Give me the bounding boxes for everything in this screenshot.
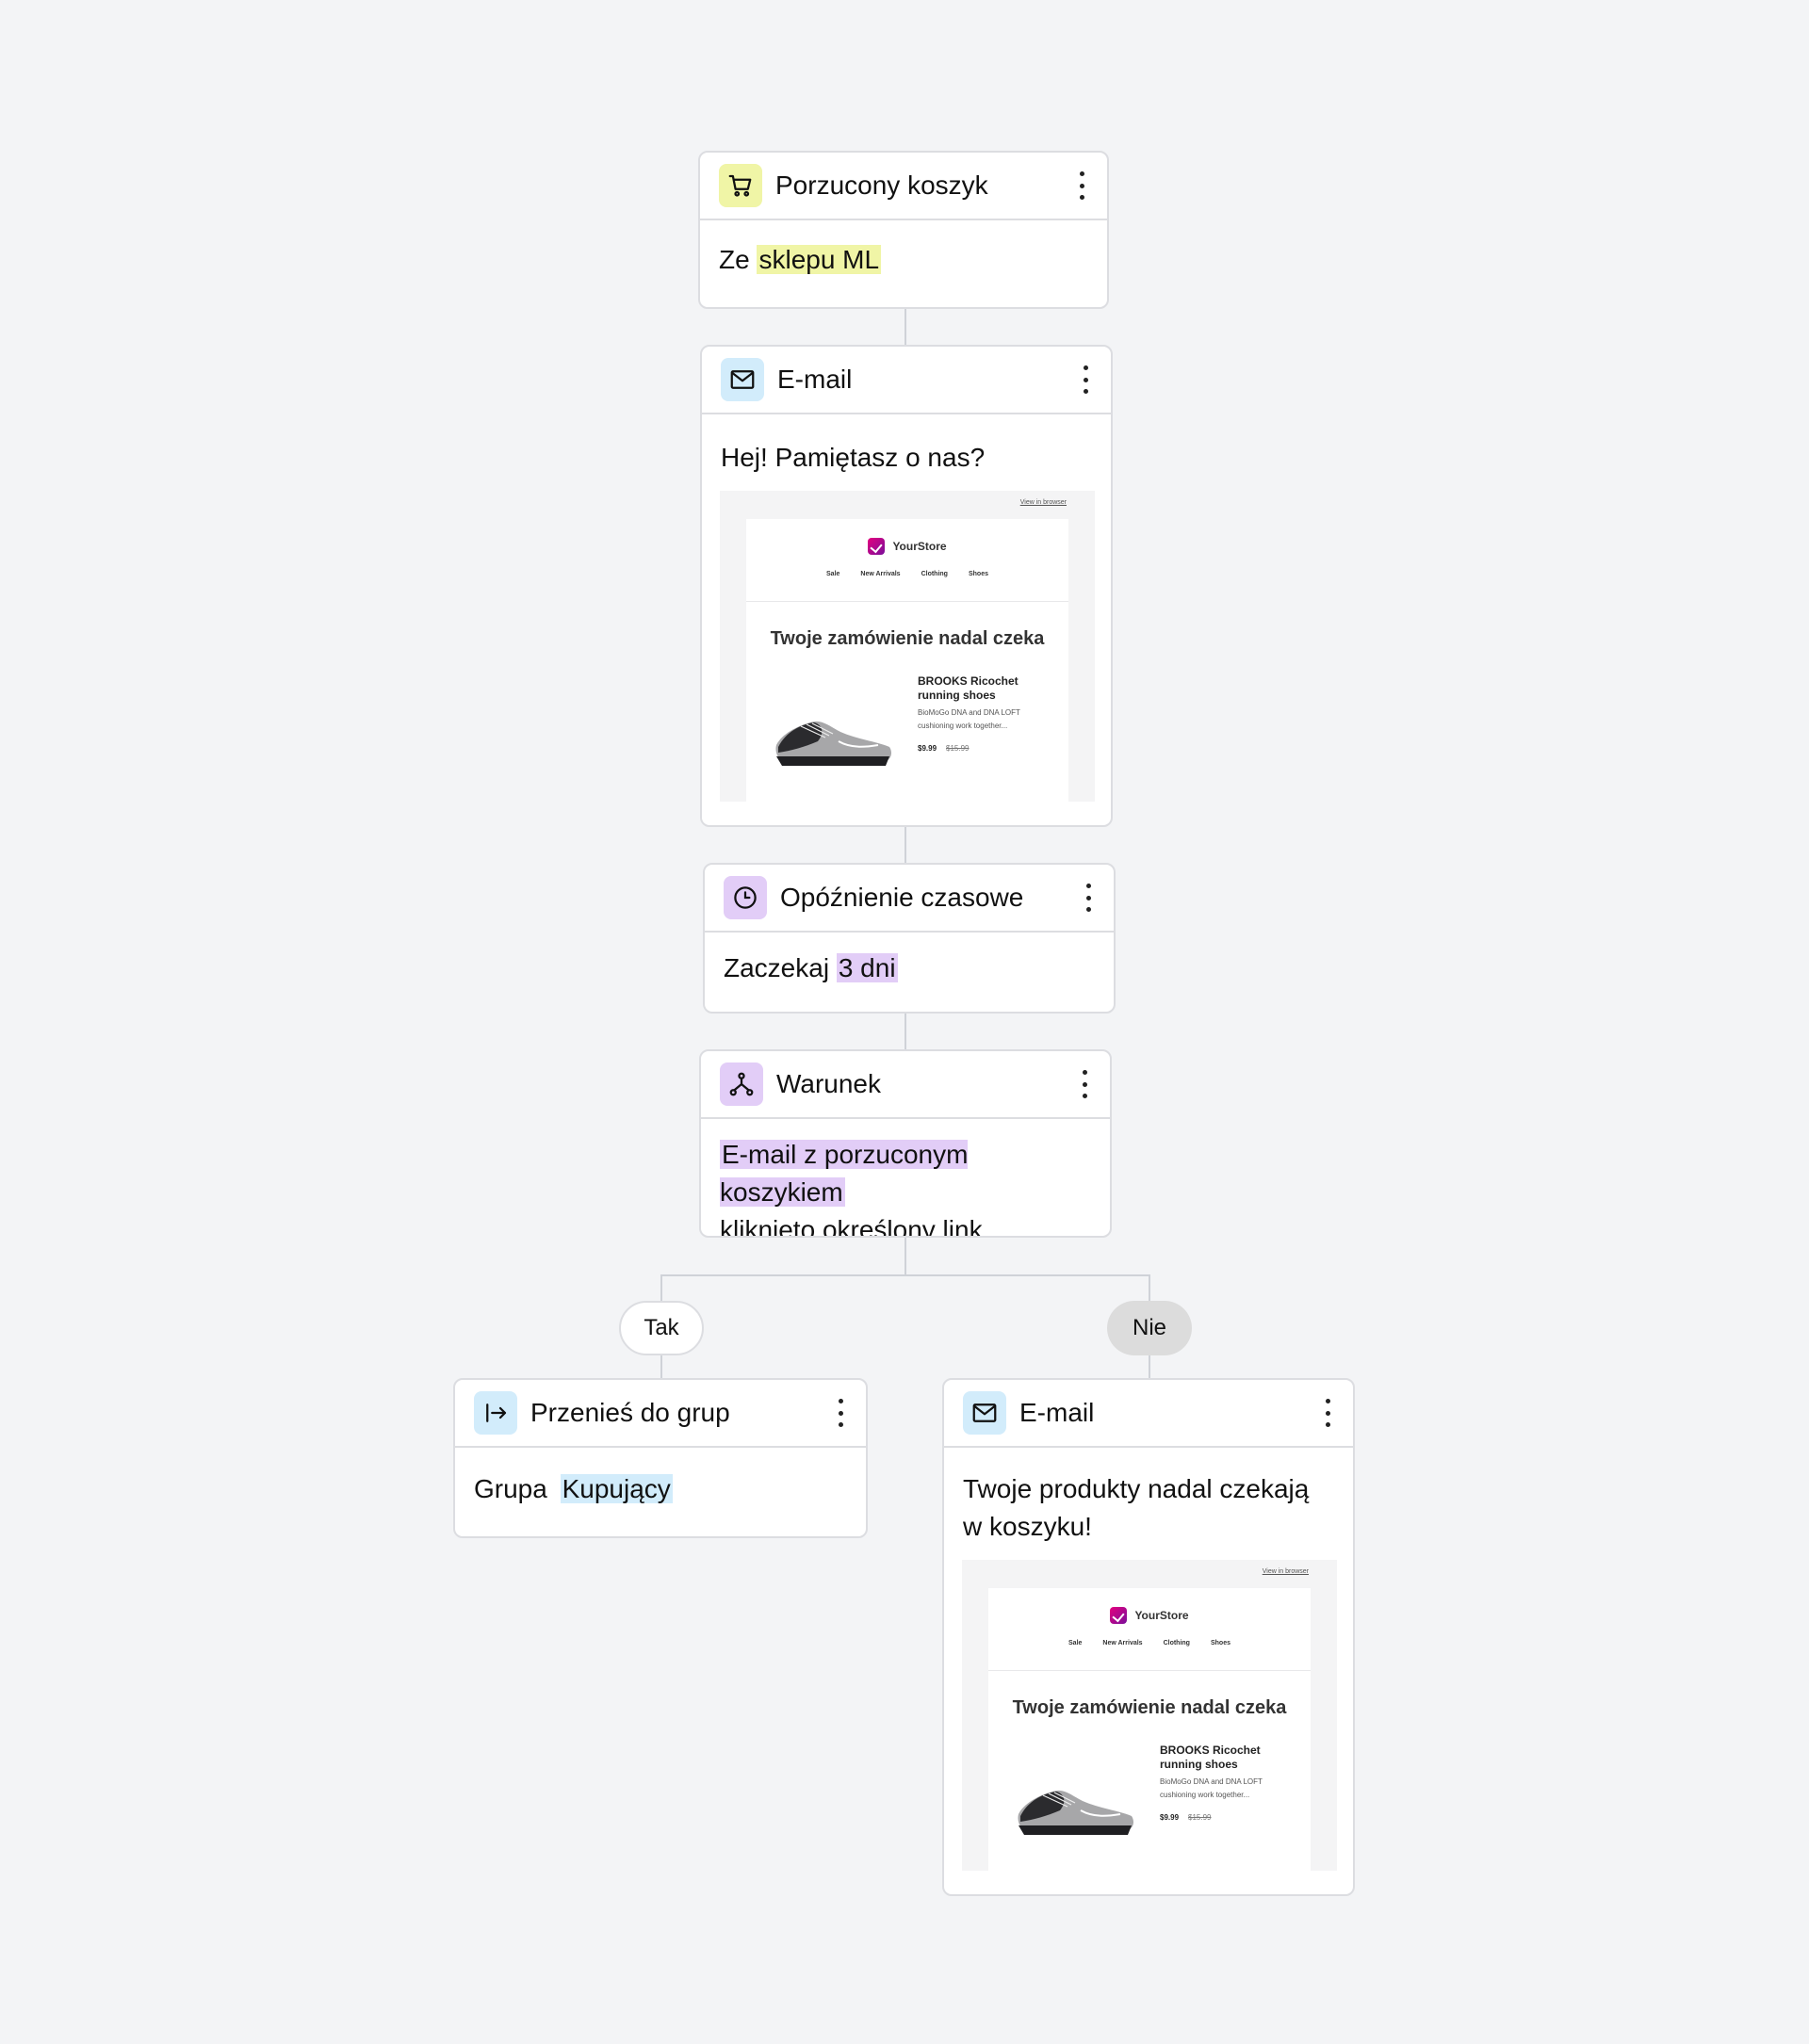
trigger-card[interactable]: Porzucony koszyk Ze sklepu ML — [698, 151, 1109, 309]
card-title: Opóźnienie czasowe — [780, 883, 1024, 912]
email-card[interactable]: E-mail Twoje produkty nadal czekają w ko… — [942, 1378, 1355, 1896]
product-price: $9.99 $15.99 — [918, 744, 1031, 753]
card-title: E-mail — [777, 365, 853, 394]
old-price: $15.99 — [946, 744, 970, 753]
card-header: Porzucony koszyk — [700, 153, 1107, 220]
card-title: E-mail — [1019, 1398, 1095, 1427]
product-name: BROOKS Ricochet running shoes — [918, 674, 1019, 702]
email-preview[interactable]: View in browser YourStore Sale New Arriv… — [962, 1560, 1337, 1871]
nav-item: Sale — [826, 571, 840, 577]
group-highlight: Kupujący — [560, 1474, 673, 1503]
body-text: Grupa — [474, 1474, 547, 1503]
more-options-icon[interactable] — [1084, 884, 1093, 912]
shop-highlight: sklepu ML — [757, 245, 882, 274]
card-body: Zaczekaj 3 dni — [705, 933, 1114, 1004]
duration-highlight: 3 dni — [836, 953, 898, 982]
brand-logo: YourStore — [746, 538, 1068, 555]
move-to-group-icon — [474, 1391, 517, 1435]
more-options-icon[interactable] — [1080, 1070, 1089, 1098]
email-card[interactable]: E-mail Hej! Pamiętasz o nas? View in bro… — [700, 345, 1113, 827]
nav-item: New Arrivals — [860, 571, 901, 577]
product-price: $9.99 $15.99 — [1160, 1813, 1273, 1822]
email-subject: Hej! Pamiętasz o nas? — [721, 443, 986, 472]
divider — [988, 1670, 1311, 1671]
shoe-image — [775, 721, 891, 766]
connector-line — [904, 825, 906, 865]
more-options-icon[interactable] — [1081, 365, 1090, 394]
email-heading: Twoje zamówienie nadal czeka — [1012, 1697, 1287, 1718]
clock-icon — [724, 876, 767, 919]
body-text: kliknięto określony link — [720, 1215, 983, 1238]
brand-name: YourStore — [892, 540, 947, 553]
brand-name: YourStore — [1134, 1609, 1189, 1622]
connector-line — [660, 1274, 1150, 1276]
body-text: Zaczekaj — [724, 953, 830, 982]
product-description: BioMoGo DNA and DNA LOFT cushioning work… — [918, 708, 1020, 730]
cart-icon — [719, 164, 762, 207]
connector-line — [904, 1012, 906, 1051]
product-info: BROOKS Ricochet running shoes BioMoGo DN… — [1160, 1744, 1273, 1822]
mail-icon — [721, 358, 764, 401]
old-price: $15.99 — [1188, 1813, 1212, 1822]
price: $9.99 — [1160, 1813, 1180, 1822]
card-body: Grupa Kupujący — [455, 1448, 866, 1531]
card-title: Warunek — [776, 1069, 882, 1098]
branch-icon — [720, 1063, 763, 1106]
email-nav: Sale New Arrivals Clothing Shoes — [746, 571, 1068, 577]
branch-no-pill[interactable]: Nie — [1107, 1301, 1192, 1355]
brand-logo: YourStore — [988, 1607, 1311, 1624]
product-description: BioMoGo DNA and DNA LOFT cushioning work… — [1160, 1777, 1263, 1799]
card-body: Ze sklepu ML — [700, 220, 1107, 300]
email-preview[interactable]: View in browser YourStore Sale New Arriv… — [720, 491, 1095, 802]
nav-item: Sale — [1068, 1640, 1083, 1647]
nav-item: Shoes — [968, 571, 988, 577]
card-header: Opóźnienie czasowe — [705, 865, 1114, 933]
store-logo-icon — [868, 538, 886, 555]
view-in-browser-link[interactable]: View in browser — [1019, 499, 1067, 506]
card-title: Porzucony koszyk — [775, 170, 988, 200]
nav-item: Clothing — [1163, 1640, 1190, 1647]
view-in-browser-link[interactable]: View in browser — [1262, 1568, 1309, 1575]
card-body: E-mail z porzuconym koszykiem kliknięto … — [701, 1119, 1110, 1238]
branch-yes-pill[interactable]: Tak — [619, 1301, 704, 1355]
card-header: E-mail — [702, 347, 1111, 414]
email-heading: Twoje zamówienie nadal czeka — [770, 628, 1045, 649]
price: $9.99 — [918, 744, 937, 753]
body-text: Ze — [719, 245, 750, 274]
email-highlight: E-mail z porzuconym koszykiem — [720, 1140, 969, 1207]
nav-item: New Arrivals — [1102, 1640, 1143, 1647]
more-options-icon[interactable] — [1323, 1399, 1332, 1427]
nav-item: Shoes — [1210, 1640, 1230, 1647]
mail-icon — [963, 1391, 1006, 1435]
condition-card[interactable]: Warunek E-mail z porzuconym koszykiem kl… — [699, 1049, 1112, 1238]
store-logo-icon — [1110, 1607, 1128, 1624]
card-header: E-mail — [944, 1380, 1353, 1448]
move-to-group-card[interactable]: Przenieś do grup Grupa Kupujący — [453, 1378, 868, 1538]
card-header: Przenieś do grup — [455, 1380, 866, 1448]
connector-line — [904, 307, 906, 347]
more-options-icon[interactable] — [1077, 171, 1086, 200]
nav-item: Clothing — [921, 571, 948, 577]
divider — [746, 601, 1068, 602]
product-name: BROOKS Ricochet running shoes — [1160, 1744, 1261, 1771]
card-header: Warunek — [701, 1051, 1110, 1119]
shoe-image — [1018, 1790, 1133, 1835]
card-title: Przenieś do grup — [530, 1398, 730, 1427]
product-info: BROOKS Ricochet running shoes BioMoGo DN… — [918, 674, 1031, 753]
delay-card[interactable]: Opóźnienie czasowe Zaczekaj 3 dni — [703, 863, 1116, 1014]
connector-line — [904, 1236, 906, 1275]
more-options-icon[interactable] — [836, 1399, 845, 1427]
email-subject: Twoje produkty nadal czekają w koszyku! — [963, 1474, 1310, 1541]
email-nav: Sale New Arrivals Clothing Shoes — [988, 1640, 1311, 1647]
